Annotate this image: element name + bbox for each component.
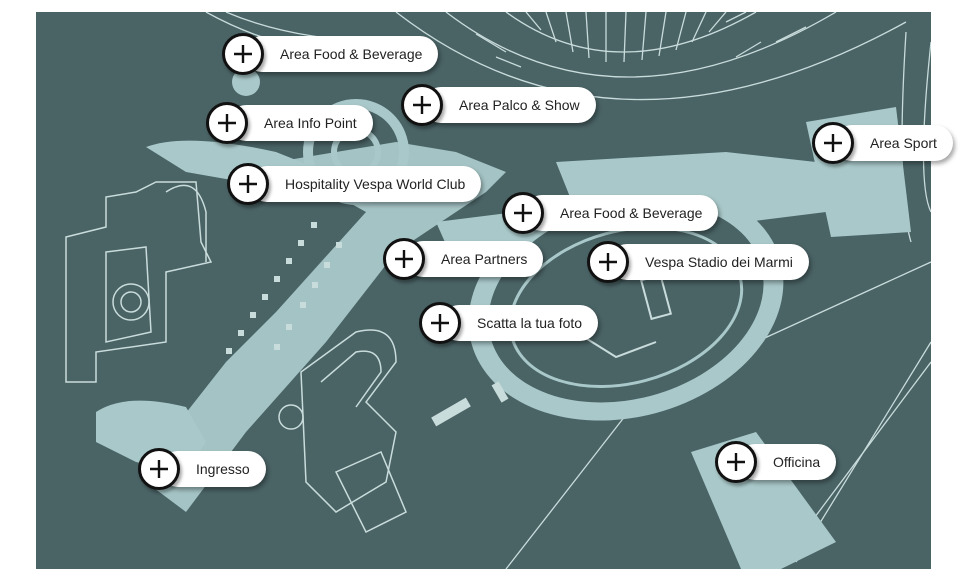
hotspot-hospitality-vespa-world-club[interactable]: Hospitality Vespa World Club [227,163,482,205]
hotspot-label[interactable]: Area Partners [405,241,544,277]
plus-icon[interactable] [401,84,443,126]
hotspot-area-food-beverage-center[interactable]: Area Food & Beverage [502,192,719,234]
walkway-markers [226,222,509,427]
plus-icon[interactable] [502,192,544,234]
plus-icon[interactable] [812,122,854,164]
plus-icon[interactable] [383,238,425,280]
hotspot-label[interactable]: Area Palco & Show [423,87,596,123]
hotspot-area-info-point[interactable]: Area Info Point [206,102,373,144]
hotspot-label[interactable]: Vespa Stadio dei Marmi [609,244,809,280]
plus-icon[interactable] [138,448,180,490]
plus-icon[interactable] [206,102,248,144]
hotspot-area-sport[interactable]: Area Sport [812,122,953,164]
stadium-seating [395,12,907,101]
hotspot-label[interactable]: Hospitality Vespa World Club [249,166,482,202]
hotspot-vespa-stadio-dei-marmi[interactable]: Vespa Stadio dei Marmi [587,241,809,283]
hotspot-scatta-la-tua-foto[interactable]: Scatta la tua foto [419,302,599,344]
hotspot-label[interactable]: Area Food & Beverage [524,195,719,231]
plus-icon[interactable] [715,441,757,483]
plus-icon[interactable] [227,163,269,205]
hotspot-label[interactable]: Area Info Point [228,105,373,141]
hotspot-area-food-beverage-top[interactable]: Area Food & Beverage [222,33,439,75]
hotspot-area-partners[interactable]: Area Partners [383,238,544,280]
plus-icon[interactable] [222,33,264,75]
hotspot-officina[interactable]: Officina [715,441,837,483]
hotspot-label[interactable]: Area Food & Beverage [244,36,439,72]
small-round-plot [232,68,260,96]
hotspot-label[interactable]: Area Sport [834,125,953,161]
hotspot-area-palco-show[interactable]: Area Palco & Show [401,84,596,126]
plus-icon[interactable] [419,302,461,344]
plus-icon[interactable] [587,241,629,283]
hotspot-ingresso[interactable]: Ingresso [138,448,266,490]
hotspot-label[interactable]: Scatta la tua foto [441,305,599,341]
building-outlines [65,181,407,534]
